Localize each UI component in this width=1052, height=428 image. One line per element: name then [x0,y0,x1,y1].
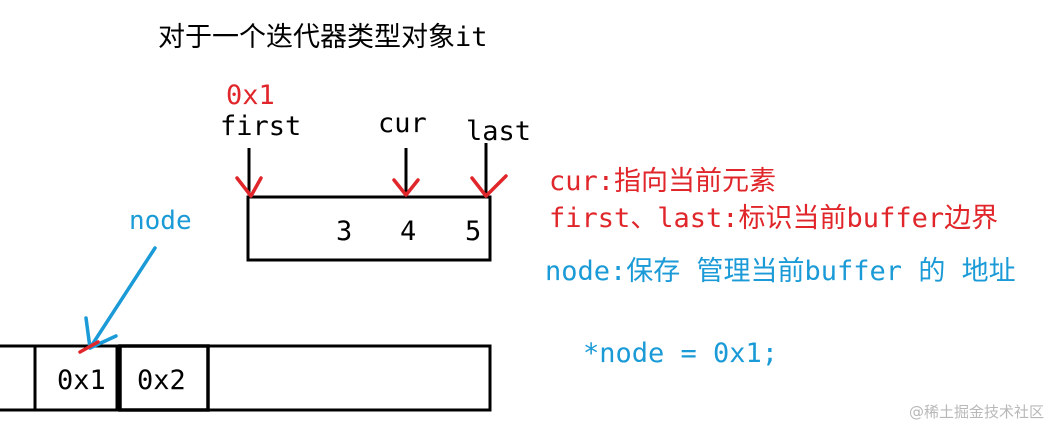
note-cur: cur:指向当前元素 [549,166,777,197]
note-node: node:保存 管理当前buffer 的 地址 [545,256,1016,287]
cur-pointer-label: cur [378,108,427,139]
buffer-address-label: 0x1 [226,80,275,111]
node-arrow-shaft [88,246,157,350]
map-cell-0x2: 0x2 [137,365,186,396]
map-cell-0x2-border [118,344,210,412]
last-pointer-label: last [466,116,532,147]
note-first-last: first、last:标识当前buffer边界 [549,203,999,234]
map-box [0,344,492,412]
buffer-box [246,195,492,262]
last-arrow-head [470,174,508,198]
cur-arrow-head [392,178,420,197]
node-target-mark [78,340,100,354]
buffer-cell-3: 3 [336,216,353,247]
buffer-cell-5: 5 [465,216,482,247]
first-arrow-head [235,176,263,198]
code-line: *node = 0x1; [583,338,779,369]
node-pointer-label: node [129,206,192,236]
diagram-title: 对于一个迭代器类型对象it [158,22,488,53]
buffer-cell-4: 4 [400,216,417,247]
first-pointer-label: first [220,111,302,142]
map-cell-0x1-border [33,344,119,412]
map-cell-0x1: 0x1 [57,365,106,396]
watermark: @稀土掘金技术社区 [908,403,1044,421]
